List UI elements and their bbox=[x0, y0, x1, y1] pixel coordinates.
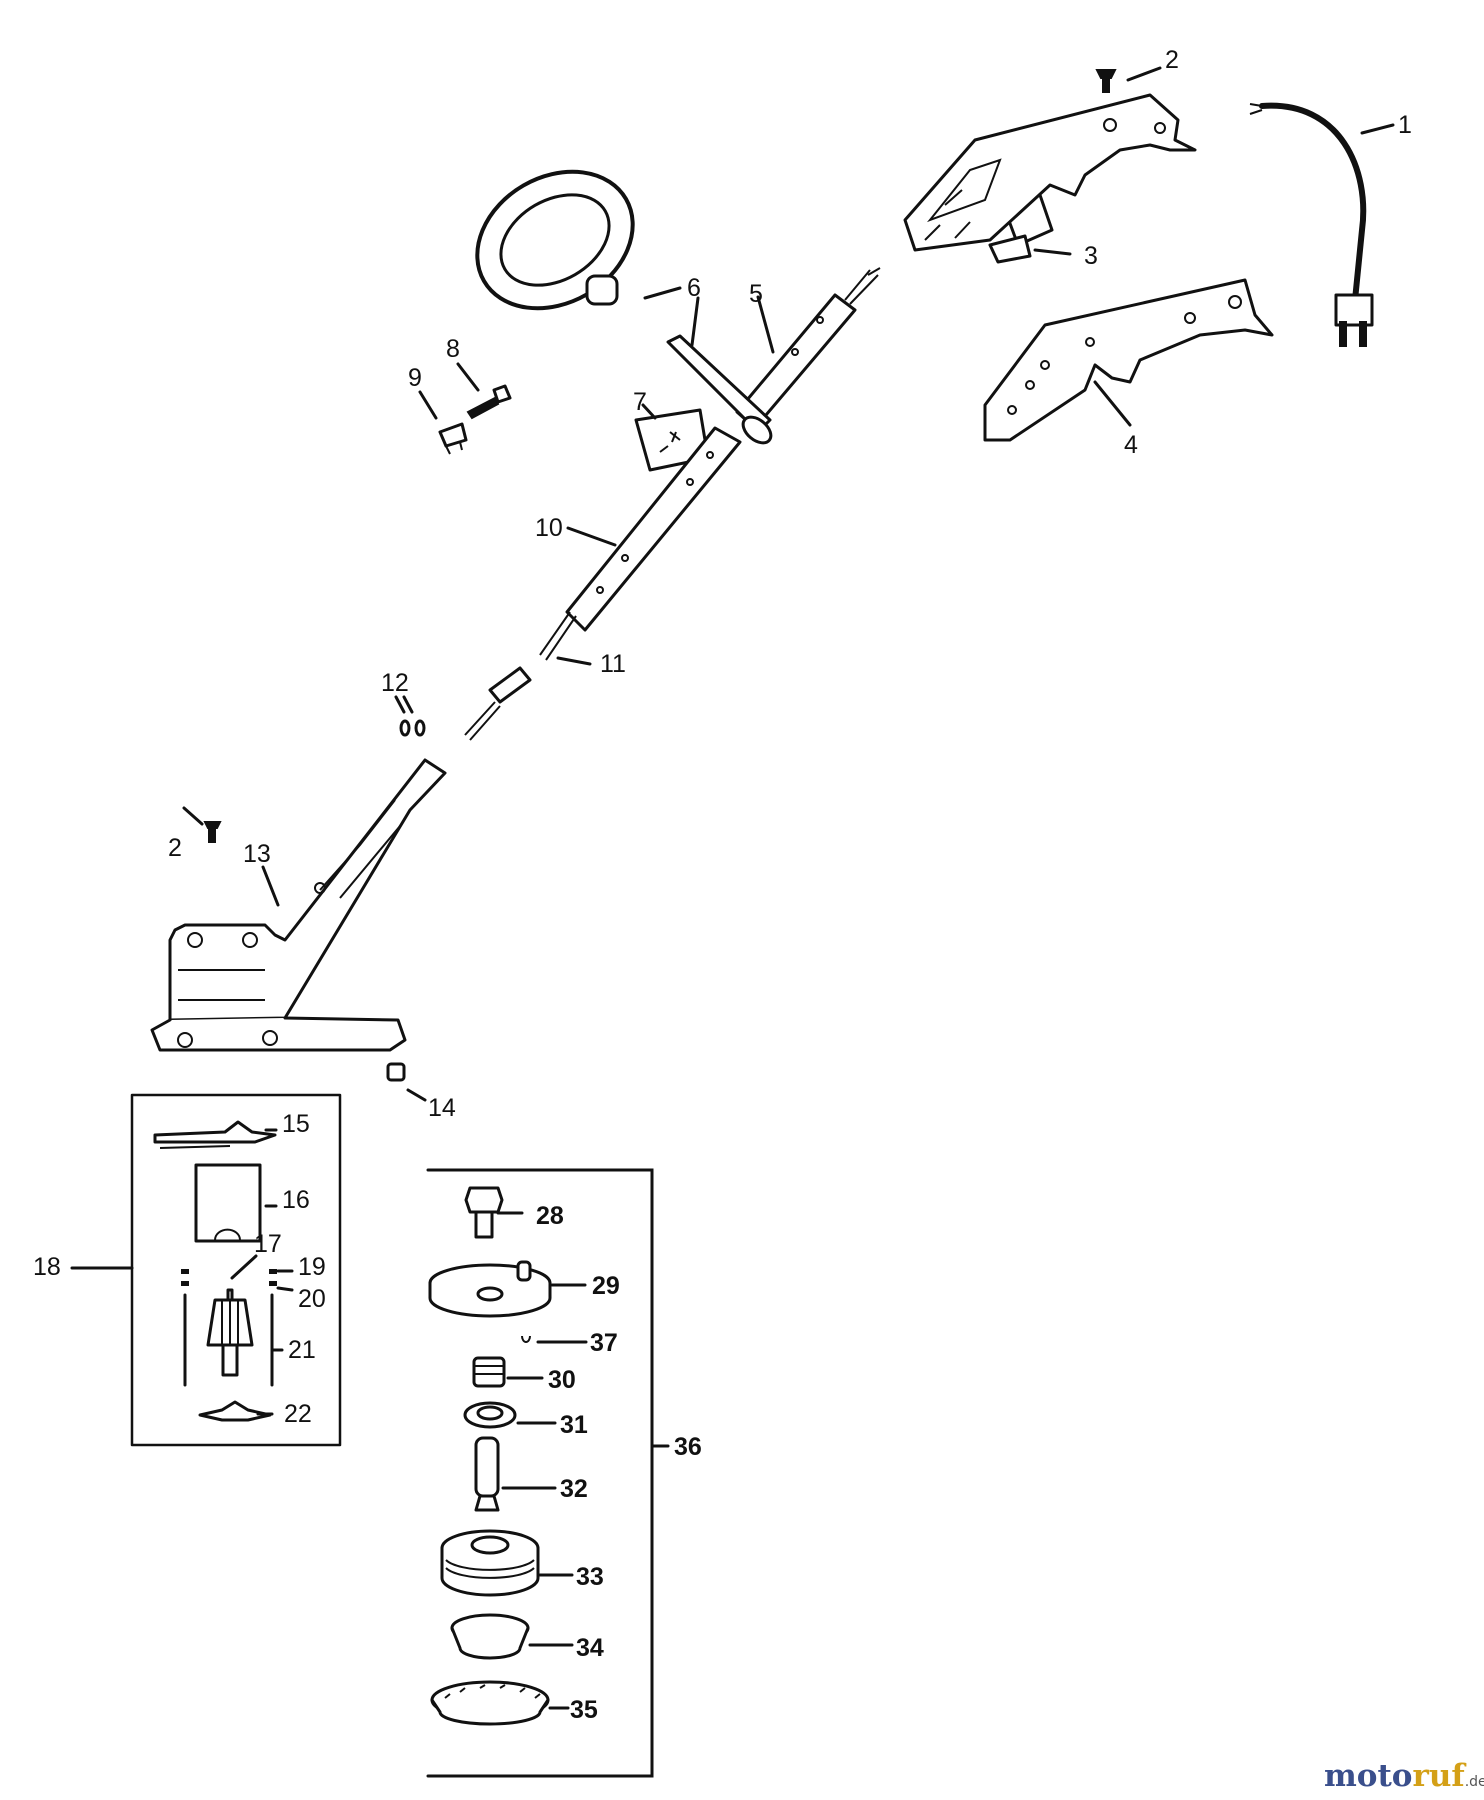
spool-base bbox=[450, 1613, 530, 1660]
callout-22: 22 bbox=[284, 1400, 312, 1428]
cross-handle-bar bbox=[666, 334, 773, 445]
motor-housing bbox=[150, 758, 447, 1052]
callout-6: 6 bbox=[687, 274, 701, 302]
site-watermark: motoruf.de bbox=[1324, 1758, 1484, 1794]
callout-4: 4 bbox=[1124, 431, 1138, 459]
callout-29: 29 bbox=[592, 1272, 620, 1300]
handle-half-left bbox=[983, 278, 1274, 442]
callout-13: 13 bbox=[243, 840, 271, 868]
spool-cover bbox=[428, 1260, 552, 1318]
threaded-insert bbox=[472, 1356, 506, 1388]
callout-21: 21 bbox=[288, 1336, 316, 1364]
callout-18: 18 bbox=[33, 1253, 61, 1281]
callout-16: 16 bbox=[282, 1186, 310, 1214]
lower-shaft bbox=[565, 426, 742, 632]
callout-34: 34 bbox=[576, 1634, 604, 1662]
callout-36: 36 bbox=[674, 1433, 702, 1461]
callout-31: 31 bbox=[560, 1411, 588, 1439]
screw-top bbox=[1095, 69, 1117, 93]
callout-12: 12 bbox=[381, 669, 409, 697]
foot bbox=[386, 1062, 406, 1082]
bump-knob bbox=[430, 1680, 550, 1726]
small-clip bbox=[521, 1335, 531, 1343]
d-handle-loop bbox=[475, 169, 635, 311]
handle-half-right bbox=[903, 93, 1197, 252]
motor-parts-box bbox=[130, 1093, 342, 1447]
callout-19: 19 bbox=[298, 1253, 326, 1281]
callout-5: 5 bbox=[749, 280, 763, 308]
callout-30: 30 bbox=[548, 1366, 576, 1394]
callout-20: 20 bbox=[298, 1285, 326, 1313]
wire-connector bbox=[464, 611, 577, 741]
callout-33: 33 bbox=[576, 1563, 604, 1591]
callout-17: 17 bbox=[254, 1230, 282, 1258]
callout-15: 15 bbox=[282, 1110, 310, 1138]
screw-bottom bbox=[203, 821, 222, 843]
callout-2-bottom: 2 bbox=[168, 834, 182, 862]
shaft-adapter bbox=[474, 1436, 500, 1512]
watermark-text: motoruf.de bbox=[1324, 1758, 1484, 1794]
watermark-brand-a: moto bbox=[1324, 1758, 1412, 1794]
callout-10: 10 bbox=[535, 514, 563, 542]
callout-28: 28 bbox=[536, 1202, 564, 1230]
callout-35: 35 bbox=[570, 1696, 598, 1724]
trimmer-head-bracket bbox=[426, 1168, 654, 1778]
callout-37: 37 bbox=[590, 1329, 618, 1357]
callout-1: 1 bbox=[1398, 111, 1412, 139]
callout-32: 32 bbox=[560, 1475, 588, 1503]
callout-7: 7 bbox=[633, 388, 647, 416]
watermark-tld: .de bbox=[1465, 1774, 1484, 1790]
wing-nut bbox=[438, 422, 468, 455]
head-bolt bbox=[464, 1186, 504, 1239]
callout-11: 11 bbox=[600, 650, 626, 678]
washer bbox=[463, 1401, 517, 1429]
bolt bbox=[466, 384, 512, 420]
callout-8: 8 bbox=[446, 335, 460, 363]
wire-nuts bbox=[399, 719, 426, 737]
callout-14: 14 bbox=[428, 1094, 456, 1122]
watermark-brand-b: ruf bbox=[1412, 1758, 1466, 1794]
callout-9: 9 bbox=[408, 364, 422, 392]
callout-2-top: 2 bbox=[1165, 46, 1179, 74]
callout-3: 3 bbox=[1084, 242, 1098, 270]
power-cord bbox=[1249, 102, 1374, 347]
line-spool bbox=[440, 1529, 540, 1597]
